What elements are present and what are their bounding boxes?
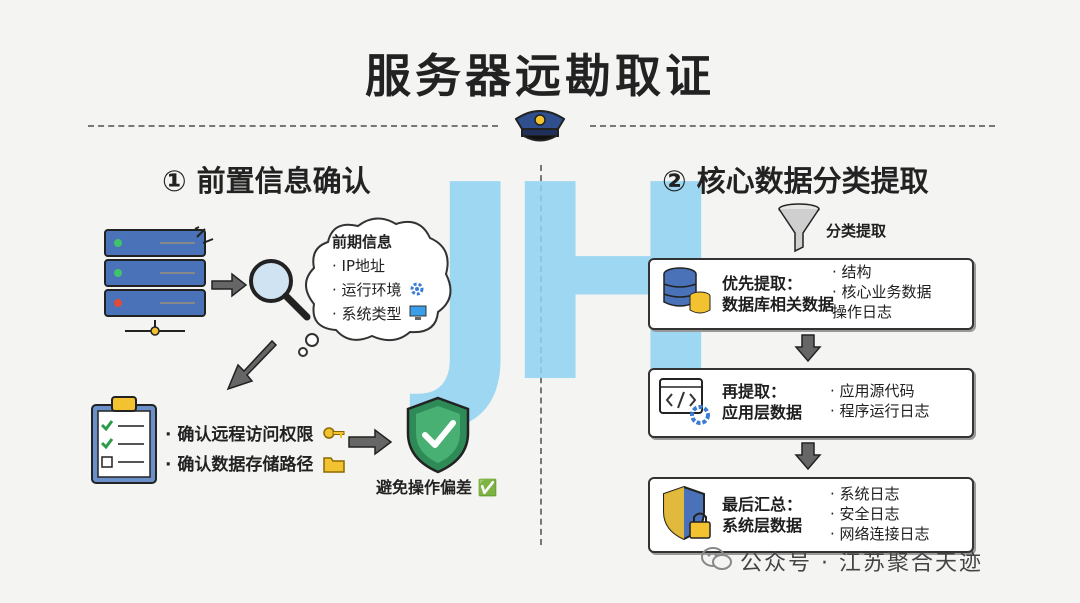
funnel-icon bbox=[778, 203, 820, 253]
shield-check-icon bbox=[406, 396, 470, 474]
funnel-label: 分类提取 bbox=[826, 222, 887, 240]
section-divider bbox=[540, 165, 542, 545]
cloud-content: 前期信息 · IP地址 · 运行环境 · 系统类型 bbox=[332, 230, 427, 326]
checklist-item-path: · 确认数据存储路径 bbox=[165, 450, 346, 475]
code-window-icon bbox=[659, 378, 710, 425]
wechat-icon bbox=[701, 547, 732, 570]
arrow-down-icon-2 bbox=[794, 442, 822, 471]
box-system-title: 最后汇总： 系统层数据 bbox=[722, 495, 803, 535]
box-database-list: · 结构 · 核心业务数据 操作日志 bbox=[832, 263, 932, 321]
police-cap-icon bbox=[514, 110, 566, 142]
arrow-right-icon-2 bbox=[348, 428, 393, 456]
database-icon bbox=[663, 267, 711, 314]
box-database-title: 优先提取： 数据库相关数据 bbox=[722, 274, 835, 314]
cloud-heading: 前期信息 bbox=[332, 233, 393, 251]
gear-icon bbox=[410, 282, 424, 296]
cloud-item-os: · 系统类型 bbox=[332, 302, 427, 326]
alert-spark-icon bbox=[194, 226, 214, 244]
clipboard-checklist-icon bbox=[91, 396, 157, 484]
box-application-list: · 应用源代码 · 程序运行日志 bbox=[830, 382, 930, 420]
checklist-item-access: · 确认远程访问权限 bbox=[165, 420, 345, 445]
cloud-item-ip: · IP地址 bbox=[332, 257, 386, 275]
header-divider-left bbox=[88, 125, 498, 127]
monitor-icon bbox=[409, 305, 427, 320]
page-title: 服务器远勘取证 bbox=[365, 49, 715, 103]
box-system-list: · 系统日志 · 安全日志 · 网络连接日志 bbox=[830, 485, 930, 543]
right-section-heading: ② 核心数据分类提取 bbox=[662, 164, 929, 198]
box-application-title: 再提取： 应用层数据 bbox=[722, 382, 803, 422]
footer-source: 公众号 · 江苏聚合天迹 bbox=[740, 551, 983, 576]
arrow-right-icon bbox=[211, 272, 248, 298]
server-icon bbox=[104, 229, 206, 336]
shield-lock-icon bbox=[663, 485, 711, 541]
key-icon bbox=[323, 427, 345, 439]
arrow-down-left-icon bbox=[226, 339, 278, 391]
shield-caption: 避免操作偏差 ✅ bbox=[376, 478, 498, 497]
cloud-item-env: · 运行环境 bbox=[332, 278, 427, 302]
folder-icon bbox=[323, 457, 346, 473]
left-section-heading: ① 前置信息确认 bbox=[162, 164, 371, 198]
header-divider-right bbox=[590, 125, 995, 127]
arrow-down-icon-1 bbox=[794, 334, 822, 363]
magnifier-icon bbox=[249, 259, 311, 321]
